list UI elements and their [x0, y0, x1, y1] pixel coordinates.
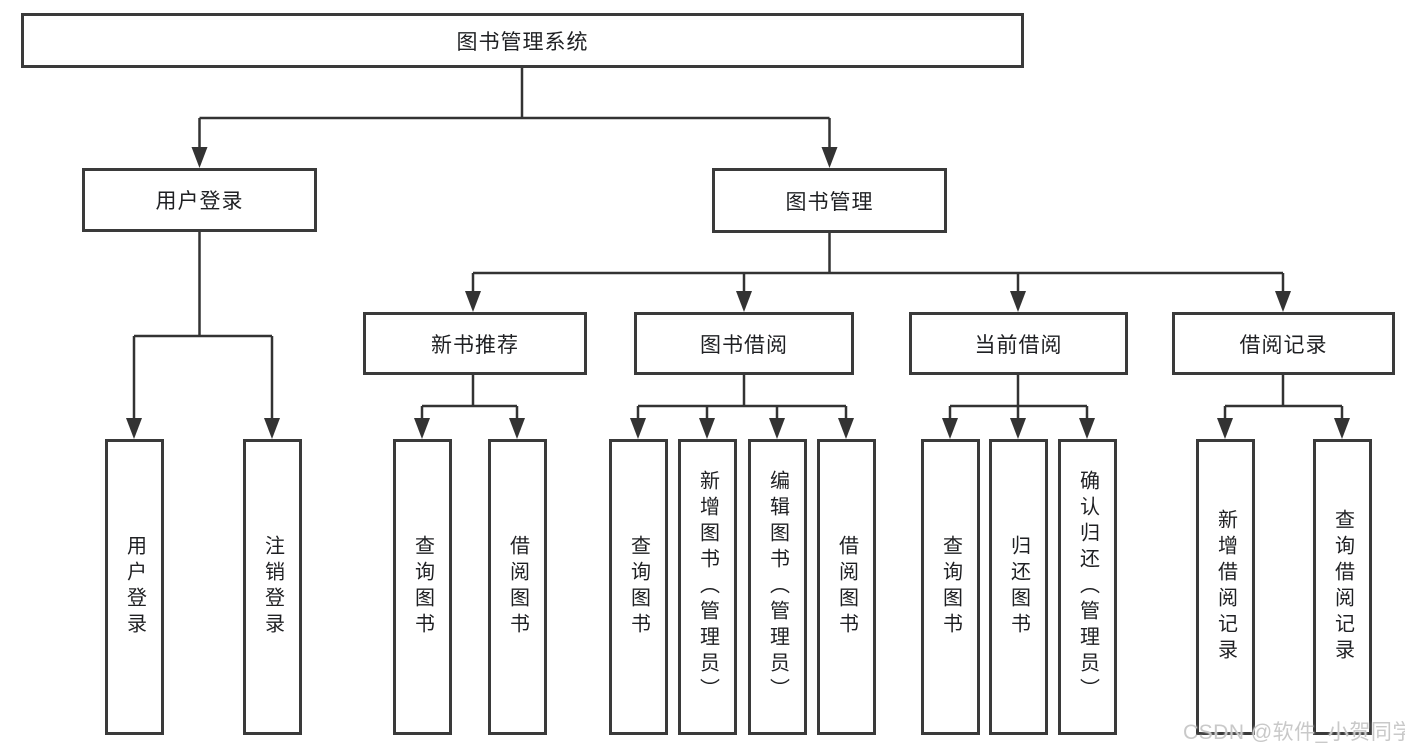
- leaf-confirm-return-admin: 确认归还（管理员）: [1058, 439, 1117, 735]
- node-new-book-recommendation: 新书推荐: [363, 312, 587, 375]
- leaf-edit-book-admin: 编辑图书（管理员）: [748, 439, 807, 735]
- leaf-add-book-admin: 新增图书（管理员）: [678, 439, 737, 735]
- leaf-query-books-3: 查询图书: [921, 439, 980, 735]
- node-book-borrowing: 图书借阅: [634, 312, 854, 375]
- leaf-query-books-1: 查询图书: [393, 439, 452, 735]
- node-library-management-system: 图书管理系统: [21, 13, 1024, 68]
- leaf-query-books-2: 查询图书: [609, 439, 668, 735]
- arrowhead-icons: [126, 147, 1350, 439]
- leaf-logout-login: 注销登录: [243, 439, 302, 735]
- leaf-borrow-books-2: 借阅图书: [817, 439, 876, 735]
- leaf-add-borrow-record: 新增借阅记录: [1196, 439, 1255, 735]
- watermark: CSDN @软件_小贺同学: [1183, 721, 1405, 744]
- leaf-return-books: 归还图书: [989, 439, 1048, 735]
- node-user-login: 用户登录: [82, 168, 317, 232]
- node-current-borrowing: 当前借阅: [909, 312, 1128, 375]
- node-book-management: 图书管理: [712, 168, 947, 233]
- node-borrowing-records: 借阅记录: [1172, 312, 1395, 375]
- leaf-query-borrow-record: 查询借阅记录: [1313, 439, 1372, 735]
- leaf-user-login: 用户登录: [105, 439, 164, 735]
- leaf-borrow-books-1: 借阅图书: [488, 439, 547, 735]
